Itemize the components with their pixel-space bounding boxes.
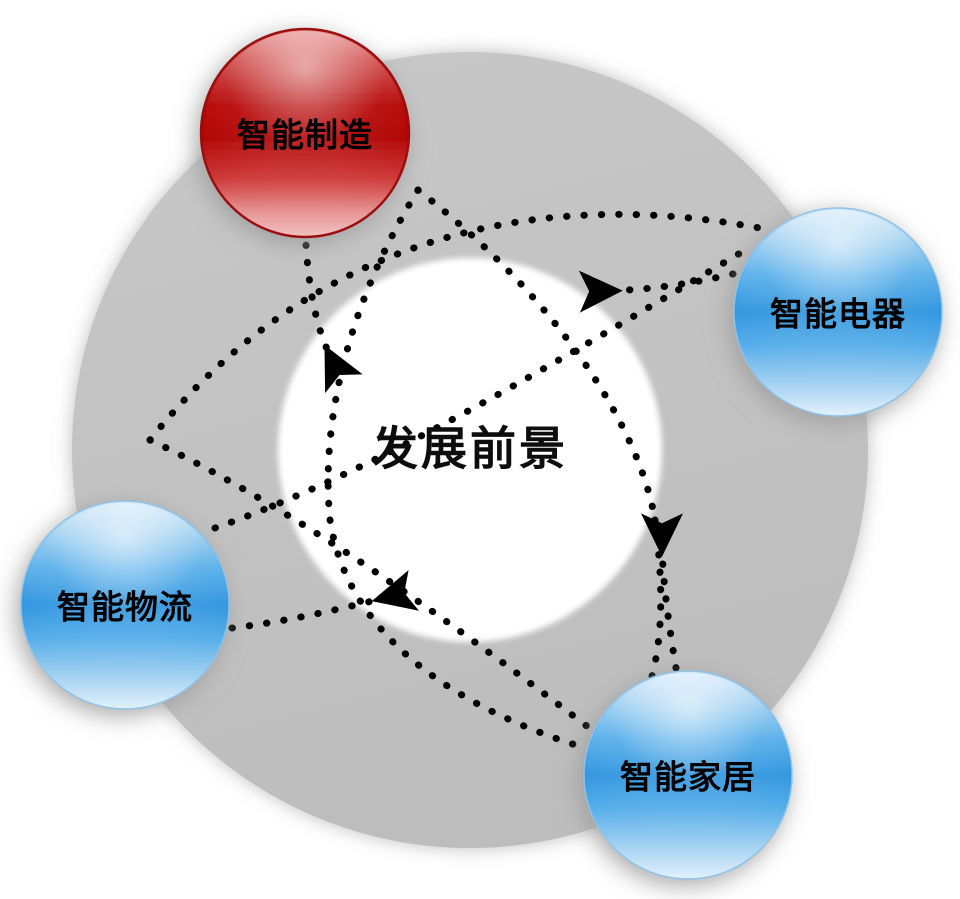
node-label-smart-manufacturing: 智能制造	[237, 116, 373, 155]
node-label-smart-logistics: 智能物流	[57, 588, 193, 627]
node-smart-home[interactable]: 智能家居	[583, 670, 793, 880]
arrow-home-to-center	[640, 513, 683, 672]
node-smart-logistics[interactable]: 智能物流	[20, 500, 230, 710]
arrow-group	[228, 241, 737, 672]
outer-ring	[72, 52, 868, 848]
node-label-smart-home: 智能家居	[620, 758, 756, 797]
node-label-smart-appliance: 智能电器	[770, 295, 906, 334]
arrow-logistics-to-center	[228, 570, 419, 632]
lens-arc-c	[414, 186, 659, 524]
node-sheen-smart-manufacturing	[203, 31, 407, 235]
lens-arc-e	[324, 186, 422, 524]
node-sheen-smart-home	[586, 673, 790, 877]
lens-arc-g	[211, 248, 746, 532]
node-sheen-smart-logistics	[23, 503, 227, 707]
node-smart-appliance[interactable]: 智能电器	[733, 207, 943, 417]
center-label: 发展前景	[372, 422, 568, 476]
node-sheen-smart-appliance	[736, 210, 940, 414]
node-smart-manufacturing[interactable]: 智能制造	[199, 27, 411, 239]
arrow-manufacturing-to-center	[302, 241, 363, 394]
lens-arc-f	[326, 516, 589, 752]
arrow-appliance-to-center	[578, 270, 737, 313]
